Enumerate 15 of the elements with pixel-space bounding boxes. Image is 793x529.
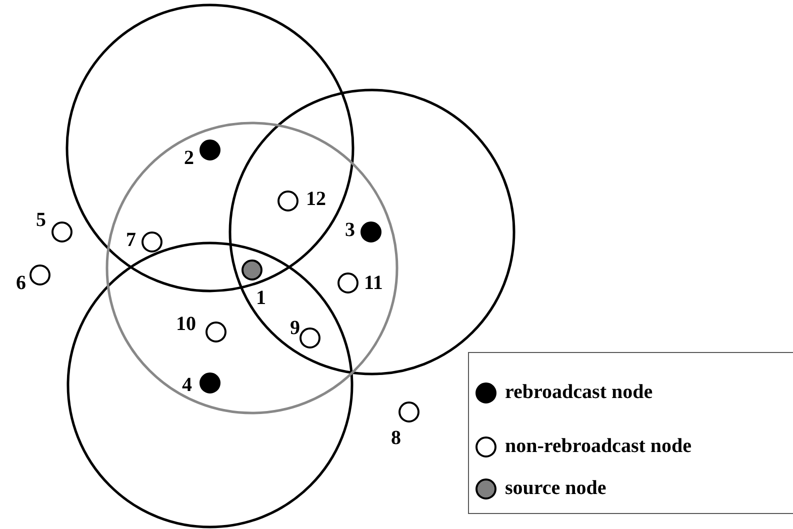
legend-label: rebroadcast node <box>505 382 653 402</box>
legend-label: source node <box>505 478 606 498</box>
node-number: 11 <box>364 273 383 293</box>
node-number: 5 <box>36 210 46 230</box>
node-number: 6 <box>16 273 26 293</box>
node-number: 7 <box>126 230 136 250</box>
node-number: 2 <box>184 148 194 168</box>
node-number: 9 <box>290 318 300 338</box>
node-number: 8 <box>391 428 401 448</box>
node-number: 4 <box>182 375 192 395</box>
node-number: 10 <box>176 314 196 334</box>
node-number: 1 <box>256 288 266 308</box>
node-number: 12 <box>306 189 326 209</box>
legend-label: non-rebroadcast node <box>505 436 692 456</box>
node-number: 3 <box>345 220 355 240</box>
